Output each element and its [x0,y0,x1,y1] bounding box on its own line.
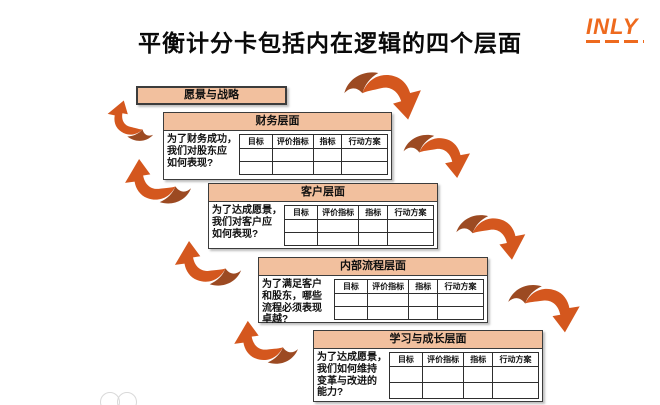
table-cell [492,382,539,399]
slide-title: 平衡计分卡包括内在逻辑的四个层面 [138,30,522,56]
col-header-eval-indicator: 评价指标 [271,134,314,149]
table-cell [387,232,434,246]
table-cell [366,293,410,307]
col-header-goal: 目标 [334,279,368,294]
table-cell [334,306,368,320]
col-header-goal: 目标 [389,352,423,367]
col-header-indicator: 指标 [463,352,494,367]
table-cell [334,293,368,307]
table-cell [421,382,465,399]
section-learning-growth: 学习与成长层面 为了达成愿景， 我们如何维持 变革与改进的 能力? 目标 评价指… [313,330,543,402]
curved-arrow-down-icon [400,130,472,180]
section-financial: 财务层面 为了财务成功， 我们对股东应 如何表现? 目标 评价指标 指标 行动方… [163,112,392,180]
section-customer-question: 为了达成愿景， 我们对客户应 如何表现? [212,205,282,240]
table-cell [358,219,389,233]
section-financial-title: 财务层面 [164,113,391,131]
table-cell [437,293,484,307]
table-cell [463,366,494,383]
vision-strategy-box: 愿景与战略 [136,86,287,105]
table-cell [366,306,410,320]
table-cell [408,306,439,320]
section-customer: 客户层面 为了达成愿景， 我们对客户应 如何表现? 目标 评价指标 指标 行动方… [208,183,438,249]
col-header-eval-indicator: 评价指标 [316,205,360,220]
table-cell [271,148,314,162]
table-cell [408,293,439,307]
table-cell [492,366,539,383]
table-cell [316,219,360,233]
vision-strategy-label: 愿景与战略 [184,89,239,101]
logo: INLY [586,16,652,43]
table-cell [316,232,360,246]
col-header-indicator: 指标 [312,134,343,149]
watermark-circle [117,392,137,405]
col-header-indicator: 指标 [408,279,439,294]
section-customer-title: 客户层面 [209,184,437,202]
col-header-action-plan: 行动方案 [341,134,388,149]
table-cell [463,382,494,399]
table-cell [387,219,434,233]
table-cell [284,232,318,246]
col-header-action-plan: 行动方案 [387,205,434,220]
table-cell [358,232,389,246]
table-cell [312,161,343,175]
col-header-eval-indicator: 评价指标 [421,352,465,367]
table-cell [271,161,314,175]
col-header-action-plan: 行动方案 [492,352,539,367]
section-learning-title: 学习与成长层面 [314,331,542,349]
table-cell [421,366,465,383]
table-cell [389,366,423,383]
table-cell [239,148,273,162]
section-internal-question: 为了满足客户 和股东，哪些 流程必须表现 卓越? [262,279,322,326]
section-learning-question: 为了达成愿景， 我们如何维持 变革与改进的 能力? [317,352,387,399]
col-header-eval-indicator: 评价指标 [366,279,410,294]
logo-tagline-decoration [586,40,644,43]
section-internal-process: 内部流程层面 为了满足客户 和股东，哪些 流程必须表现 卓越? 目标 评价指标 … [258,257,488,326]
table-cell [284,219,318,233]
section-financial-question: 为了财务成功， 我们对股东应 如何表现? [167,134,237,169]
table-cell [389,382,423,399]
scorecard-table-customer: 目标 评价指标 指标 行动方案 [284,205,434,246]
table-cell [437,306,484,320]
section-internal-title: 内部流程层面 [259,258,487,276]
col-header-goal: 目标 [239,134,273,149]
scorecard-table-financial: 目标 评价指标 指标 行动方案 [239,134,388,175]
table-cell [341,161,388,175]
logo-text: INLY [586,14,639,39]
col-header-action-plan: 行动方案 [437,279,484,294]
table-cell [312,148,343,162]
col-header-goal: 目标 [284,205,318,220]
col-header-indicator: 指标 [358,205,389,220]
table-cell [239,161,273,175]
scorecard-table-internal: 目标 评价指标 指标 行动方案 [334,279,484,320]
scorecard-table-learning: 目标 评价指标 指标 行动方案 [389,352,539,399]
table-cell [341,148,388,162]
